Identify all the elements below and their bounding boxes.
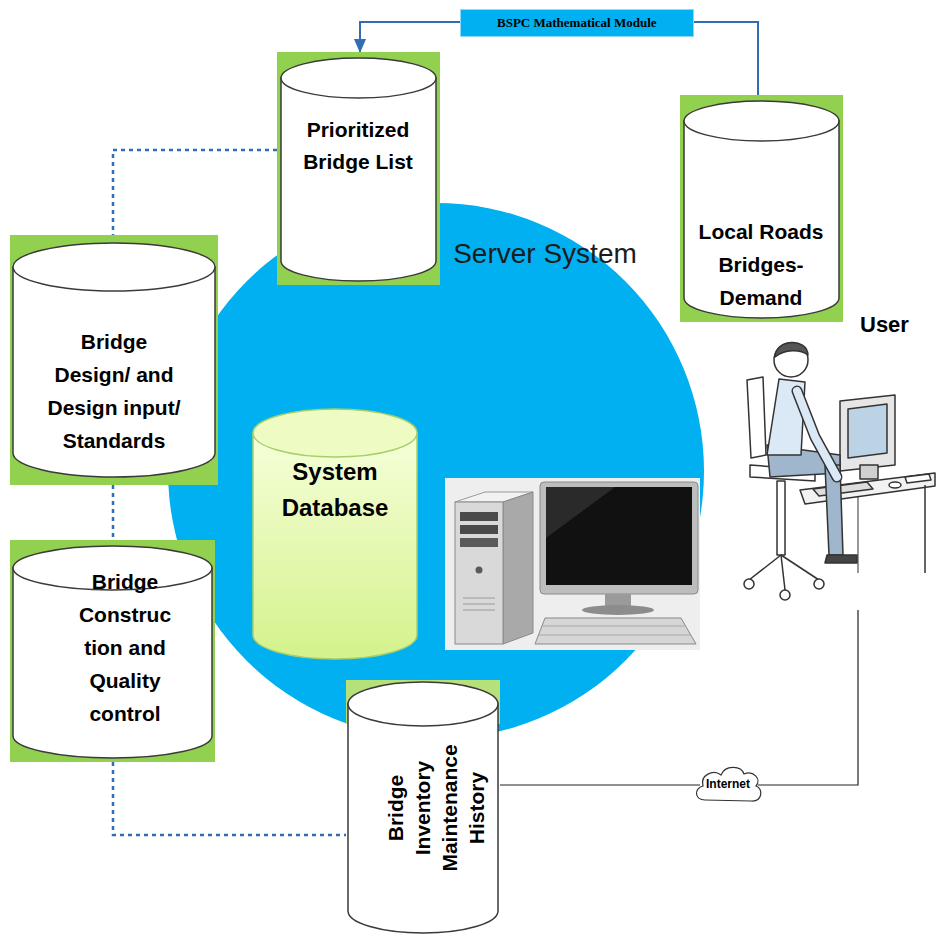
node-label: User: [860, 311, 930, 339]
database-cylinder: Bridge Inventory Maintenance History: [346, 680, 500, 935]
illustration-part: [747, 377, 766, 458]
illustration-part: [777, 481, 785, 555]
illustration-part: [840, 395, 895, 471]
cylinder-top: [348, 682, 498, 726]
illustration-part: [781, 555, 785, 590]
node-label: Bridge Construc tion and Quality control: [65, 565, 185, 730]
cylinder-body: [281, 78, 436, 281]
node-label: Bridge Inventory Maintenance History: [382, 738, 490, 878]
illustration-part: [749, 555, 781, 580]
illustration-part: [797, 391, 837, 477]
cylinder-body: [253, 433, 417, 659]
cylinder-top: [253, 409, 417, 457]
illustration-part: [767, 379, 805, 455]
green-backdrop: [680, 95, 843, 322]
illustration-part: [775, 342, 808, 357]
green-backdrop: [277, 52, 440, 285]
user-illustration: [744, 342, 935, 600]
cylinder-body: [348, 704, 498, 933]
illustration-part: [750, 465, 815, 481]
illustration-part: [860, 465, 878, 479]
node-label: Internet: [702, 777, 754, 792]
user-node: User: [745, 305, 935, 610]
cylinder-top: [281, 58, 436, 98]
illustration-part: [780, 590, 790, 600]
illustration-part: [800, 473, 935, 504]
cloud-outline: [696, 767, 760, 801]
illustration-part: [889, 482, 901, 488]
illustration-part: [825, 555, 857, 563]
internet-cloud: Internet: [693, 762, 763, 808]
edge-label: BSPC Mathematical Module: [497, 15, 657, 31]
illustration-part: [905, 474, 931, 483]
database-cylinder: Prioritized Bridge List: [277, 52, 440, 285]
node-label: Server System: [430, 237, 660, 271]
illustration-part: [774, 343, 808, 377]
connector-line: [758, 610, 858, 785]
illustration-part: [848, 404, 887, 458]
cylinder-shape: [252, 408, 418, 660]
illustration-part: [813, 482, 873, 496]
cylinder-top: [684, 101, 839, 141]
illustration-part: [825, 465, 843, 555]
cylinder-body: [13, 267, 215, 477]
illustration-part: [858, 496, 859, 573]
node-label: Local Roads Bridges- Demand: [691, 215, 831, 314]
database-cylinder: Bridge Design/ and Design input/ Standar…: [10, 235, 218, 485]
illustration-part: [814, 579, 824, 589]
illustration-part: [744, 579, 754, 589]
green-backdrop: [10, 540, 215, 762]
cylinder-body: [684, 121, 839, 318]
illustration-part: [924, 485, 926, 573]
node-label: System Database: [265, 454, 405, 526]
dashed-connector: [112, 485, 115, 540]
dashed-connector: [113, 762, 346, 835]
database-cylinder: Local Roads Bridges- Demand: [680, 95, 843, 322]
green-backdrop: [10, 235, 218, 485]
cylinder-top: [13, 243, 215, 291]
dashed-connector: [113, 150, 277, 235]
database-cylinder: System Database: [252, 408, 418, 660]
cylinder-body: [13, 568, 212, 758]
illustration-part: [797, 391, 837, 477]
illustration-part: [781, 555, 819, 580]
illustration-part: [767, 445, 840, 477]
node-label: Bridge Design/ and Design input/ Standar…: [43, 325, 185, 457]
server-circle-fill: [168, 203, 704, 739]
connector-line: [500, 784, 700, 785]
module-label-box: BSPC Mathematical Module: [460, 9, 694, 37]
database-cylinder: Bridge Construc tion and Quality control: [10, 540, 215, 762]
node-label: Prioritized Bridge List: [288, 114, 428, 178]
